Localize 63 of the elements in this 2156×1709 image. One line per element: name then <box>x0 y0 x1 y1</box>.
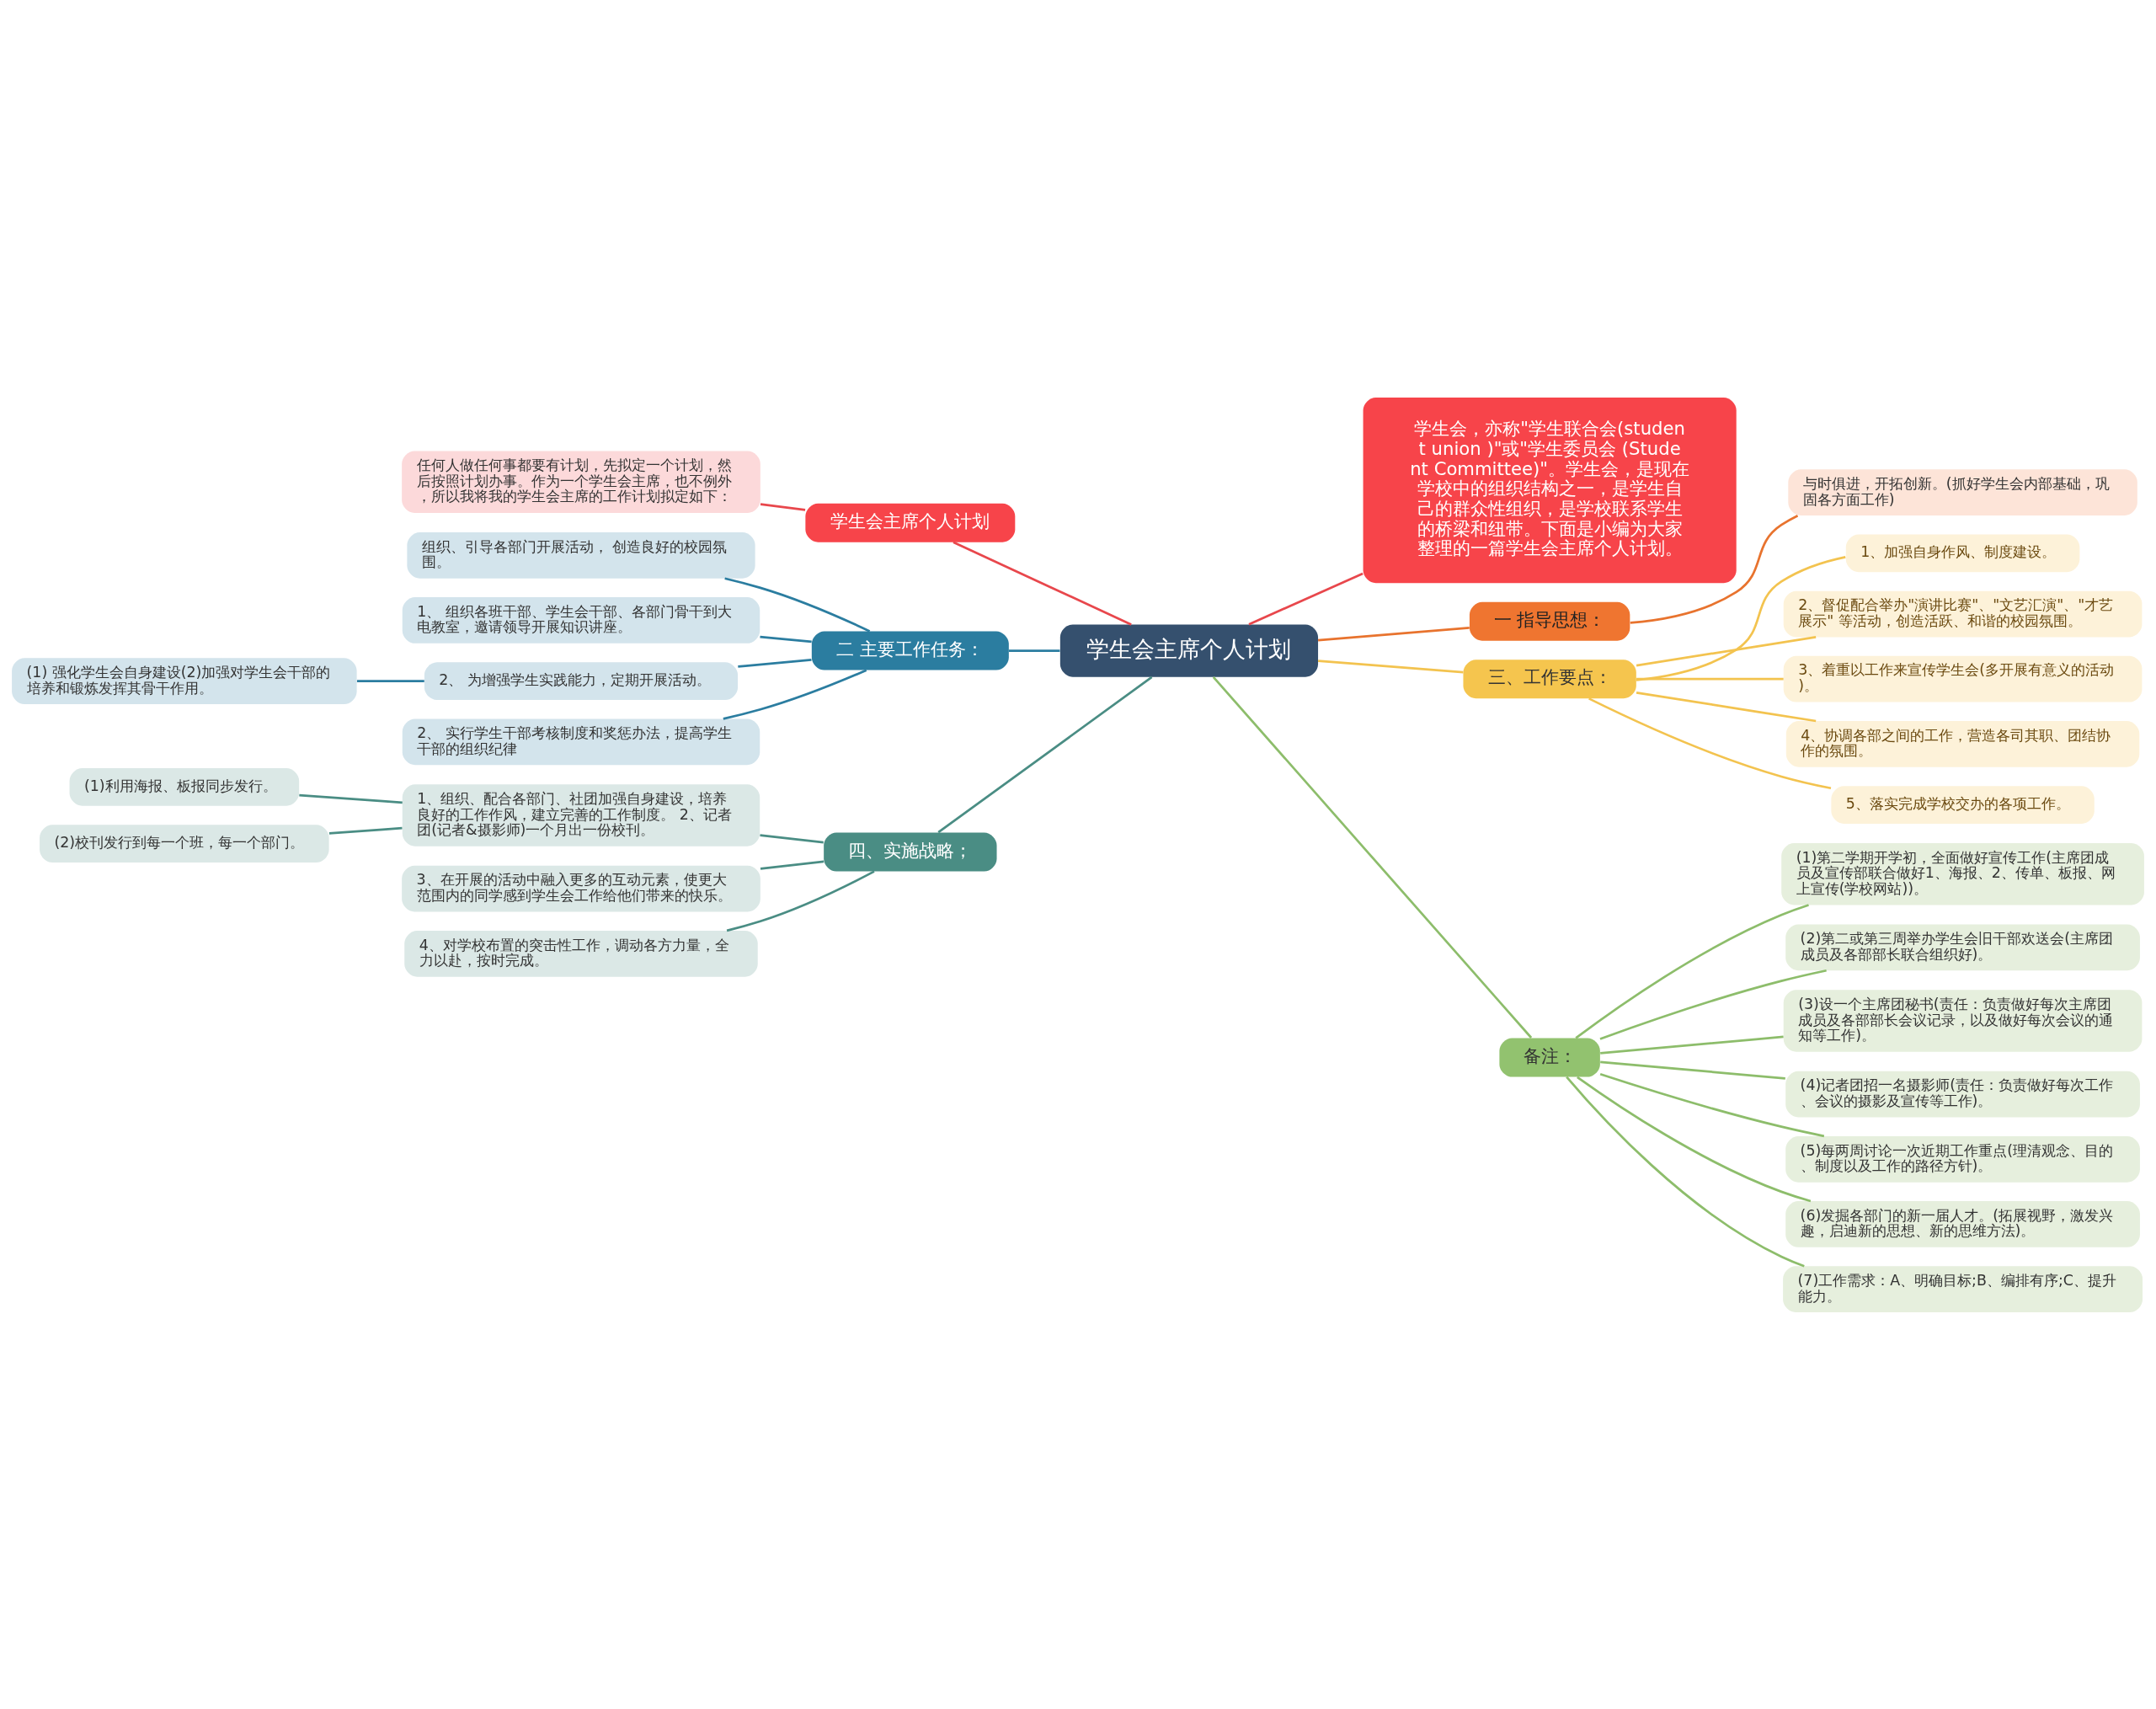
node-box: 一 指导思想： <box>1469 601 1630 641</box>
node-box: 5、落实完成学校交办的各项工作。 <box>1831 785 2095 824</box>
connector <box>723 668 867 720</box>
node-box: 2、 为增强学生实践能力，定期开展活动。 <box>424 661 739 700</box>
connector <box>1599 969 1827 1040</box>
node-box: 任何人做任何事都要有计划，先拟定一个计划，然后按照计划办事。作为一个学生会主席，也不例外，所以我将我的学生会主席的工作计划拟定如下： <box>402 450 760 513</box>
connector <box>953 541 1132 626</box>
node-box: (1)利用海报、板报同步发行。 <box>69 767 300 806</box>
node-box: 1、加强自身作风、制度建设。 <box>1845 533 2080 572</box>
connector <box>760 635 812 643</box>
connector <box>1588 697 1832 789</box>
node-box: (1)第二学期开学初，全面做好宣传工作(主席团成员及宣传部联合做好1、海报、2、传单、板报、网上宣传(学校网站))。 <box>1781 842 2144 905</box>
connector <box>1599 1072 1825 1137</box>
node-box: 2、督促配合举办"演讲比赛"、"文艺汇演"、"才艺展示" 等活动，创造活跃、和谐的校园氛围。 <box>1783 590 2143 637</box>
connector <box>1248 572 1364 626</box>
connector <box>760 860 825 870</box>
connector <box>1008 649 1060 652</box>
connector <box>1212 676 1533 1039</box>
node-box: 四、实施战略； <box>824 832 997 872</box>
node-box: (1) 强化学生会自身建设(2)加强对学生会干部的培养和锻炼发挥其骨干作用。 <box>12 657 357 704</box>
node-box: 1、组织、配合各部门、社团加强自身建设，培养良好的工作作风，建立完善的工作制度。 2、记者团(记者&摄影师)一个月出一份校刊。 <box>402 783 760 846</box>
node-box: 1、 组织各班干部、学生会干部、各部门骨干到大电教室，邀请领导开展知识讲座。 <box>402 596 760 644</box>
node-box: 三、工作要点： <box>1463 659 1636 698</box>
node-box: (7)工作需求：A、明确目标;B、编排有序;C、提升能力。 <box>1783 1265 2143 1312</box>
connector <box>1636 691 1817 722</box>
connector <box>760 502 806 511</box>
node-box: 组织、引导各部门开展活动， 创造良好的校园氛围。 <box>407 531 755 579</box>
connector <box>724 576 871 633</box>
connector <box>1636 677 1784 681</box>
connector <box>1600 1035 1784 1055</box>
connector <box>356 679 424 682</box>
node-box: (6)发掘各部门的新一届人才。(拓展视野，激发兴趣，启迪新的思想、新的思维方法)。 <box>1785 1200 2140 1247</box>
connector <box>299 793 403 804</box>
node-box: 学生会主席个人计划 <box>1059 623 1319 677</box>
connector <box>1317 659 1464 674</box>
connector <box>328 826 403 835</box>
node-box: 2、 实行学生干部考核制度和奖惩办法，提高学生干部的组织纪律 <box>402 718 760 765</box>
node-box: 4、对学校布置的突击性工作，调动各方力量，全力以赴，按时完成。 <box>404 930 758 977</box>
node-box: (2)第二或第三周举办学生会旧干部欢送会(主席团成员及各部部长联合组织好)。 <box>1785 923 2140 970</box>
connector <box>1636 635 1817 666</box>
connector <box>1566 1076 1805 1267</box>
connector <box>726 869 875 932</box>
connector <box>760 833 824 843</box>
node-box: 二 主要工作任务： <box>811 631 1009 670</box>
connector <box>1575 903 1809 1039</box>
connector <box>1636 555 1846 681</box>
node-box: (2)校刊发行到每一个班，每一个部门。 <box>40 824 329 863</box>
node-box: 3、着重以工作来宣传学生会(多开展有意义的活动)。 <box>1783 655 2143 702</box>
connector <box>1600 1060 1785 1080</box>
node-box: 与时俱进，开拓创新。(抓好学生会内部基础，巩固各方面工作) <box>1788 468 2137 515</box>
node-box: (3)设一个主席团秘书(责任：负责做好每次主席团成员及各部部长会议记录，以及做好每次会议的通知等工作)。 <box>1783 989 2143 1052</box>
connector <box>1630 514 1799 624</box>
connector <box>937 676 1153 833</box>
connector <box>1317 626 1470 641</box>
connector <box>738 658 812 668</box>
node-box: 4、协调各部之间的工作，营造各司其职、团结协作的氛围。 <box>1785 720 2140 767</box>
node-box: 备注： <box>1499 1038 1600 1077</box>
node-box: 3、在开展的活动中融入更多的互动元素，使更大范围内的同学感到学生会工作给他们带来的快乐。 <box>402 865 760 912</box>
connector <box>1577 1076 1812 1202</box>
node-box: 学生会，亦称"学生联合会(student union )"或"学生委员会 (Student Committee)"。学生会，是现在学校中的组织结构之一，是学生自己的群众性组织，是学校联系学生的桥梁和纽带。下面是小编为大家整理的一篇学生会主席个人计划。 <box>1363 397 1737 583</box>
node-box: (5)每两周讨论一次近期工作重点(理清观念、目的、制度以及工作的路径方针)。 <box>1785 1135 2140 1183</box>
node-box: (4)记者团招一名摄影师(责任：负责做好每次工作、会议的摄影及宣传等工作)。 <box>1785 1071 2140 1117</box>
node-box: 学生会主席个人计划 <box>805 503 1016 542</box>
